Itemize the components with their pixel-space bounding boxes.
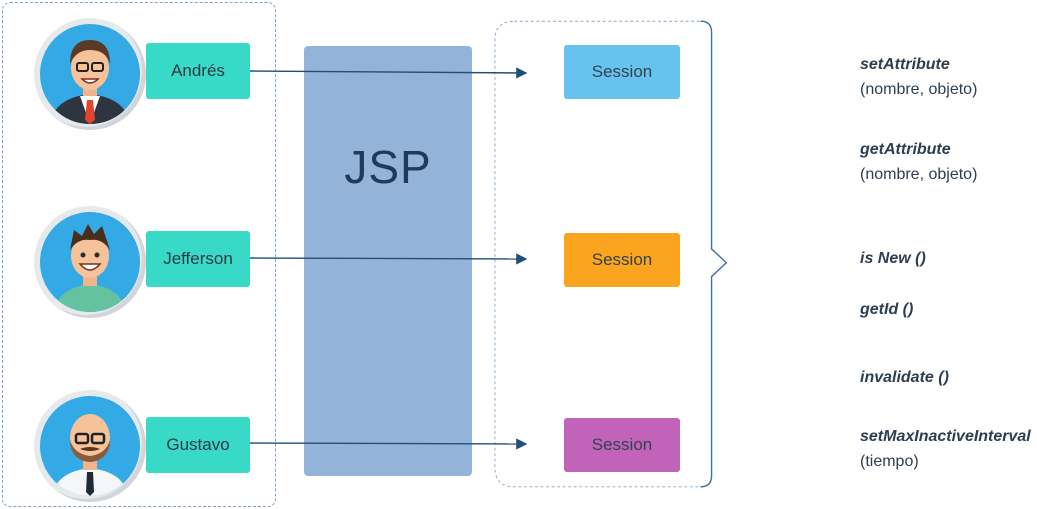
method-name: invalidate () (860, 369, 949, 386)
user-name-tag: Jefferson (146, 231, 250, 287)
session-label: Session (591, 250, 653, 269)
session-label: Session (591, 62, 653, 81)
users-container (2, 2, 276, 507)
method-isnew: is New () (860, 246, 926, 271)
avatar-gustavo (34, 390, 146, 502)
method-name: getAttribute (860, 141, 951, 158)
method-args: (nombre, objeto) (860, 166, 978, 183)
user-name: Jefferson (163, 249, 233, 268)
young-man-smiling-icon (54, 224, 126, 312)
user-name: Andrés (171, 61, 225, 80)
method-invalidate: invalidate () (860, 365, 949, 390)
user-name-tag: Gustavo (146, 417, 250, 473)
session-box-1: Session (564, 45, 680, 99)
arrow-jefferson-session (249, 253, 528, 265)
jsp-label: JSP (344, 141, 432, 193)
bald-man-glasses-mustache-icon (52, 414, 128, 496)
jsp-column (304, 46, 472, 476)
method-name: setMaxInactiveInterval (860, 428, 1031, 445)
user-name: Gustavo (166, 435, 230, 454)
session-box-2: Session (564, 233, 680, 287)
avatar-andres (34, 18, 146, 130)
method-setmaxinactiveinterval: setMaxInactiveInterval (tiempo) (860, 424, 1031, 474)
method-getid: getId () (860, 297, 913, 322)
session-label: Session (591, 435, 653, 454)
method-name: getId () (860, 301, 914, 318)
method-name: is New () (860, 250, 926, 267)
user-name-tag: Andrés (146, 43, 250, 99)
arrow-andres-session (249, 67, 528, 79)
avatar-jefferson (34, 206, 146, 318)
method-args: (tiempo) (860, 453, 919, 470)
arrow-gustavo-session (249, 438, 528, 450)
method-name: setAttribute (860, 56, 950, 73)
method-setattribute: setAttribute (nombre, objeto) (860, 52, 977, 102)
sessions-container (494, 20, 728, 488)
man-suit-glasses-icon (50, 40, 130, 124)
method-getattribute: getAttribute (nombre, objeto) (860, 137, 977, 187)
method-args: (nombre, objeto) (860, 81, 978, 98)
session-box-3: Session (564, 418, 680, 472)
